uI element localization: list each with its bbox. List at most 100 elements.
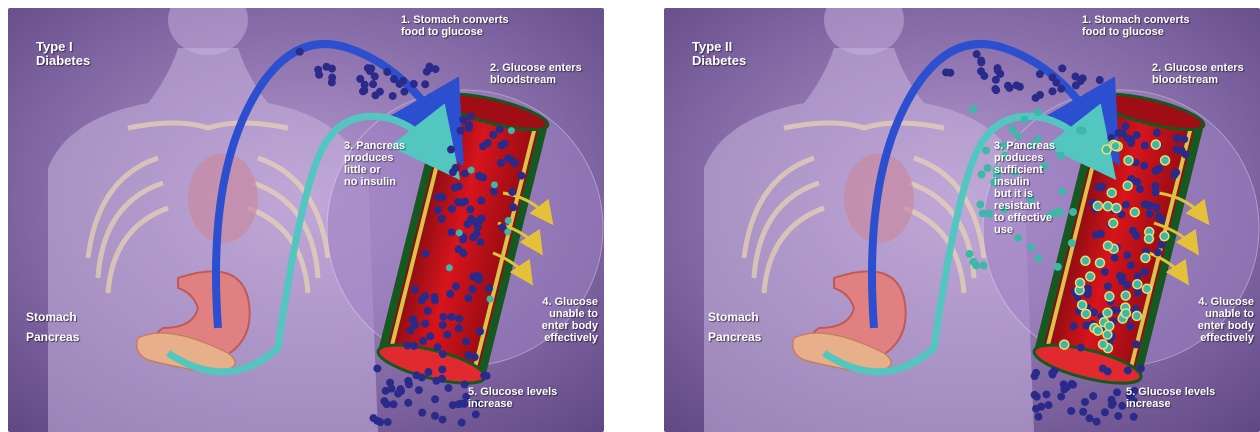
insulin-molecule [982, 146, 990, 154]
glucose-molecule [451, 184, 459, 192]
glucose-molecule [1058, 64, 1066, 72]
insulin-molecule [1123, 181, 1132, 190]
glucose-molecule [509, 203, 517, 211]
glucose-molecule [1086, 414, 1094, 422]
glucose-molecule [517, 172, 525, 180]
glucose-molecule [328, 65, 336, 73]
glucose-molecule [383, 68, 391, 76]
insulin-molecule [1056, 208, 1064, 216]
glucose-molecule [448, 313, 456, 321]
glucose-molecule [1126, 322, 1134, 330]
glucose-molecule [1099, 365, 1107, 373]
diabetes-type-title: Type I Diabetes [36, 40, 90, 68]
step1-label: 1. Stomach converts food to glucose [401, 14, 509, 38]
glucose-molecule [465, 294, 473, 302]
glucose-molecule [496, 125, 504, 133]
insulin-molecule [1093, 201, 1102, 210]
glucose-molecule [400, 88, 408, 96]
glucose-molecule [399, 77, 407, 85]
glucose-molecule [464, 351, 472, 359]
insulin-molecule [978, 170, 986, 178]
insulin-molecule [468, 167, 475, 174]
pancreas-label: Pancreas [26, 330, 79, 344]
insulin-molecule [1093, 326, 1102, 335]
glucose-molecule [1113, 388, 1121, 396]
glucose-molecule [418, 373, 426, 381]
glucose-molecule [1042, 390, 1050, 398]
insulin-molecule [1034, 108, 1042, 116]
insulin-molecule [1161, 156, 1170, 165]
glucose-molecule [1127, 261, 1135, 269]
insulin-molecule [1124, 156, 1133, 165]
glucose-molecule [328, 78, 336, 86]
glucose-molecule [369, 414, 377, 422]
insulin-molecule [1076, 278, 1085, 287]
insulin-molecule [1141, 253, 1150, 262]
glucose-molecule [992, 86, 1000, 94]
glucose-molecule [421, 320, 429, 328]
glucose-molecule [1098, 183, 1106, 191]
step1-label: 1. Stomach converts food to glucose [1082, 14, 1190, 38]
type2-panel: Type II Diabetes 1. Stomach converts foo… [664, 8, 1260, 432]
glucose-molecule [1122, 201, 1130, 209]
glucose-molecule [1134, 289, 1142, 297]
glucose-molecule [462, 337, 470, 345]
glucose-molecule [439, 313, 447, 321]
glucose-molecule [1057, 85, 1065, 93]
insulin-molecule [1103, 308, 1112, 317]
insulin-molecule [1069, 208, 1077, 216]
insulin-molecule [1121, 291, 1130, 300]
glucose-molecule [468, 285, 476, 293]
glucose-molecule [438, 193, 446, 201]
glucose-molecule [359, 87, 367, 95]
glucose-molecule [1121, 122, 1129, 130]
type1-panel: Type I Diabetes 1. Stomach converts food… [8, 8, 604, 432]
glucose-molecule [371, 72, 379, 80]
insulin-molecule [1121, 309, 1130, 318]
insulin-molecule [1098, 340, 1107, 349]
glucose-molecule [438, 215, 446, 223]
glucose-molecule [1079, 408, 1087, 416]
glucose-molecule [1116, 272, 1124, 280]
glucose-molecule [497, 141, 505, 149]
pancreas-label: Pancreas [708, 330, 761, 344]
glucose-molecule [1157, 241, 1165, 249]
glucose-molecule [1130, 413, 1138, 421]
step2-label: 2. Glucose enters bloodstream [1152, 62, 1244, 86]
glucose-molecule [1049, 73, 1057, 81]
insulin-molecule [1078, 301, 1087, 310]
glucose-molecule [1101, 268, 1109, 276]
glucose-molecule [490, 187, 498, 195]
glucose-molecule [418, 409, 426, 417]
glucose-molecule [1173, 134, 1181, 142]
glucose-molecule [455, 324, 463, 332]
glucose-molecule [411, 285, 419, 293]
insulin-molecule [504, 228, 511, 235]
glucose-molecule [1063, 383, 1071, 391]
insulin-molecule [965, 250, 973, 258]
glucose-molecule [1045, 401, 1053, 409]
insulin-molecule [1105, 292, 1114, 301]
glucose-molecule [461, 169, 469, 177]
glucose-molecule [1036, 70, 1044, 78]
glucose-molecule [1070, 322, 1078, 330]
insulin-molecule [1035, 254, 1043, 262]
insulin-molecule [1130, 208, 1139, 217]
glucose-molecule [452, 282, 460, 290]
glucose-molecule [1048, 87, 1056, 95]
insulin-molecule [1020, 116, 1028, 124]
glucose-molecule [369, 80, 377, 88]
glucose-molecule [448, 205, 456, 213]
insulin-molecule [1054, 263, 1062, 271]
glucose-molecule [476, 327, 484, 335]
glucose-molecule [1180, 135, 1188, 143]
glucose-molecule [472, 410, 480, 418]
glucose-molecule [471, 217, 479, 225]
glucose-molecule [1123, 251, 1131, 259]
step5-label: 5. Glucose levels increase [1126, 386, 1215, 410]
glucose-molecule [1032, 369, 1040, 377]
insulin-molecule [1076, 126, 1084, 134]
glucose-molecule [455, 315, 463, 323]
glucose-molecule [421, 80, 429, 88]
insulin-molecule [508, 127, 515, 134]
